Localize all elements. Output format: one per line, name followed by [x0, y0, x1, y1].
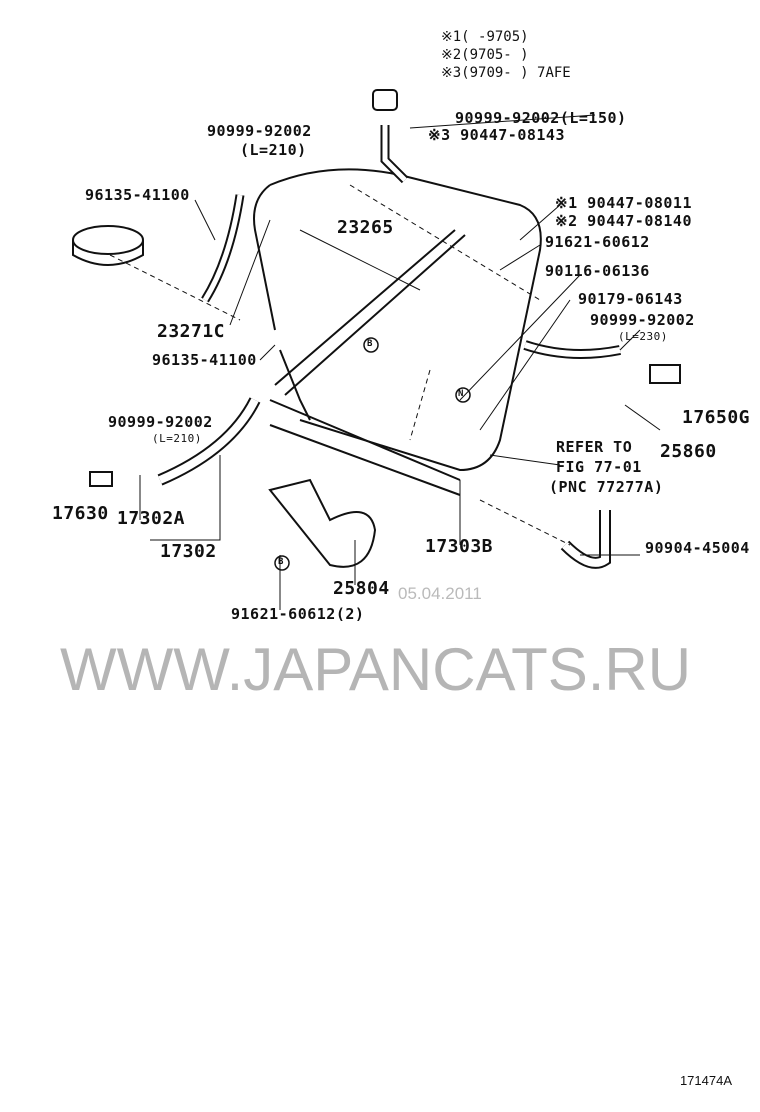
part-label: 96135-41100 [85, 186, 190, 204]
length-label: (L=210) [240, 141, 307, 159]
part-label: 25860 [660, 441, 717, 462]
note-2: ※2(9705- ) [441, 47, 529, 63]
length-label: (L=230) [618, 330, 668, 343]
marker-n: N [458, 389, 464, 399]
part-label: 91621-60612(2) [231, 605, 365, 623]
part-label: ※3 90447-08143 [428, 126, 565, 144]
refer-line-2[interactable]: FIG 77-01 [556, 458, 642, 476]
part-label: 17650G [682, 407, 751, 428]
part-label: 90179-06143 [578, 290, 683, 308]
part-label: 17630 [52, 503, 109, 524]
note-3: ※3(9709- ) 7AFE [441, 65, 571, 81]
part-label: 17302 [160, 541, 217, 562]
part-label: 23265 [337, 217, 394, 238]
marker-b-lower: B [278, 557, 284, 567]
part-label: 91621-60612 [545, 233, 650, 251]
part-label: 90904-45004 [645, 539, 750, 557]
part-label: ※1 90447-08011 [555, 194, 692, 212]
part-label: 90116-06136 [545, 262, 650, 280]
marker-b: B [367, 339, 373, 349]
part-label: 17303B [425, 536, 494, 557]
note-1: ※1( -9705) [441, 29, 529, 45]
refer-line-1: REFER TO [556, 438, 633, 456]
part-label: 23271C [157, 321, 226, 342]
refer-line-3: (PNC 77277A) [549, 478, 664, 496]
marker-n-circle [455, 387, 471, 403]
part-label: 17302A [117, 508, 186, 529]
part-label: 25804 [333, 578, 390, 599]
part-label: 96135-41100 [152, 351, 257, 369]
part-label: ※2 90447-08140 [555, 212, 692, 230]
part-label: 90999-92002 [108, 413, 213, 431]
watermark-date: 05.04.2011 [398, 584, 482, 603]
part-label: 90999-92002(L=150) [455, 109, 627, 127]
marker-b-circle [363, 337, 379, 353]
length-label: (L=210) [152, 432, 202, 445]
part-label: 90999-92002 [207, 122, 312, 140]
watermark: WWW.JAPANCATS.RU [60, 636, 692, 703]
diagram-code: 171474A [679, 1073, 732, 1088]
part-label: 90999-92002 [590, 311, 695, 329]
